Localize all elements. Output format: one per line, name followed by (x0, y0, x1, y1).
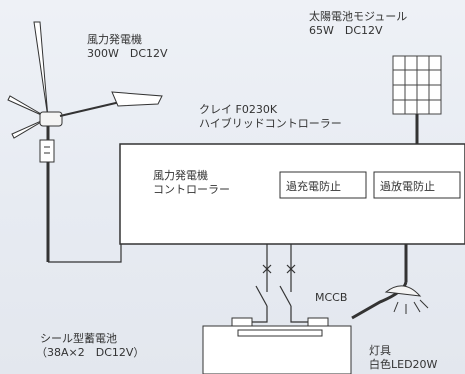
turbine-wire (48, 244, 122, 263)
solar-panel-icon (392, 55, 442, 115)
controller-type: ハイブリッドコントローラー (199, 117, 342, 130)
wind-turbine-icon (7, 21, 163, 262)
wind-turbine-spec: 300W DC12V (87, 47, 168, 60)
overdischarge-box (373, 171, 461, 199)
solar-module-spec: 65W DC12V (309, 24, 383, 37)
solar-module-name: 太陽電池モジュール (309, 10, 408, 23)
wind-controller-label-line2: コントローラー (153, 183, 230, 196)
wind-turbine-name: 風力発電機 (87, 33, 142, 46)
lamp-icon (351, 244, 429, 320)
battery-spec: （38A×2 DC12V） (36, 346, 145, 359)
battery-name: シール型蓄電池 (40, 332, 117, 345)
lamp-spec: 白色LED20W (369, 358, 438, 371)
lamp-name: 灯具 (369, 344, 391, 357)
mccb-label: MCCB (315, 291, 348, 304)
overdischarge-protection-label: 過放電防止 (380, 180, 435, 193)
wind-controller-label-line1: 風力発電機 (153, 169, 208, 182)
mccb-icon (241, 244, 319, 326)
overcharge-box (279, 171, 367, 199)
controller-model: クレイ F0230K (199, 103, 278, 116)
battery-icon (202, 317, 352, 374)
overcharge-protection-label: 過充電防止 (286, 180, 341, 193)
